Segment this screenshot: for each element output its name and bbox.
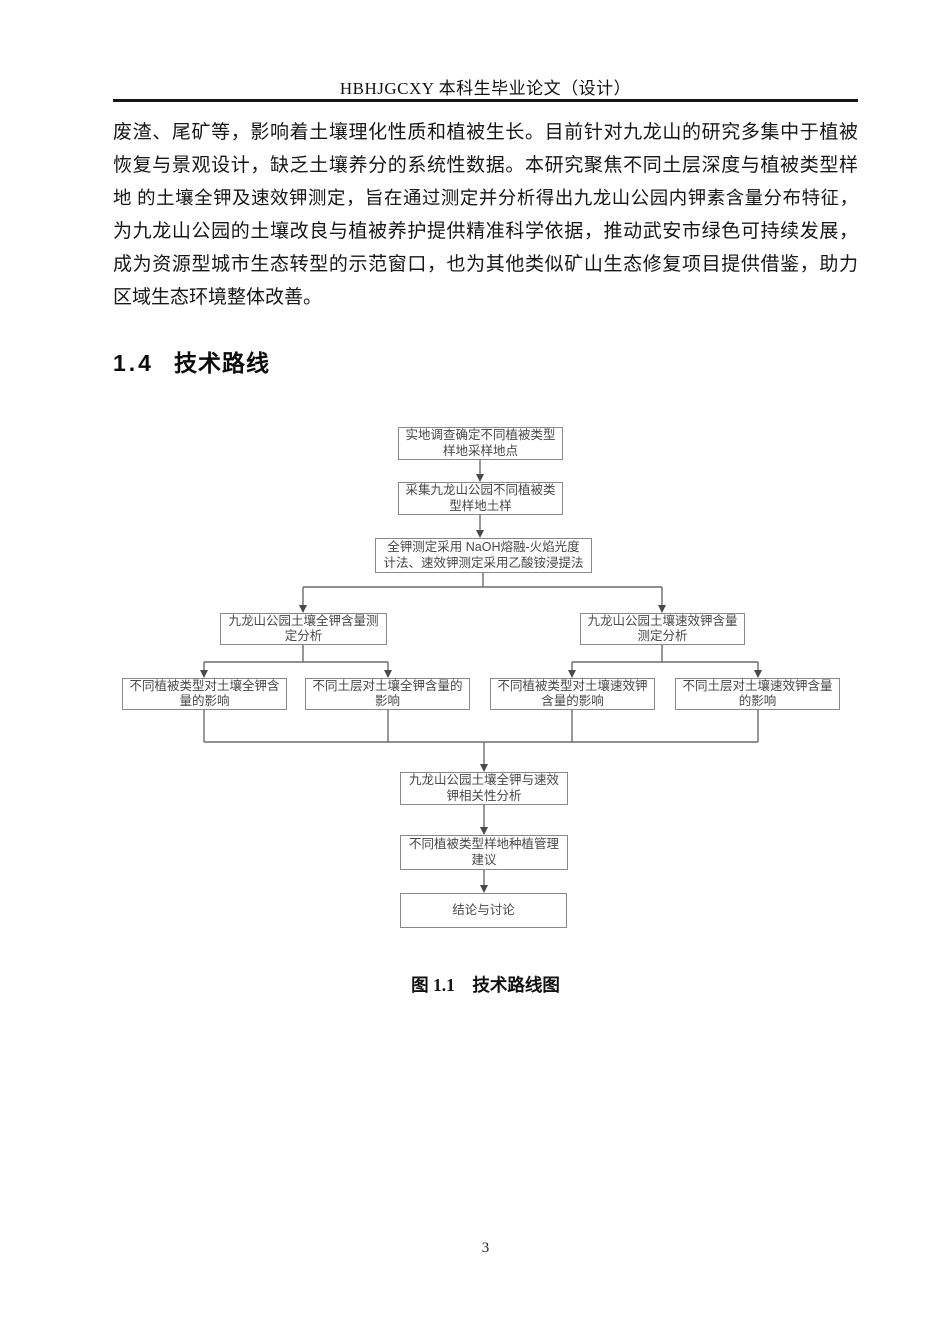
flow-node-veg-total-k: 不同植被类型对土壤全钾含 量的影响 — [122, 678, 287, 710]
flow-node-correlation: 九龙山公园土壤全钾与速效 钾相关性分析 — [400, 772, 568, 805]
paragraph-line: 区域生态环境整体改善。 — [113, 287, 323, 308]
flow-node-conclusion: 结论与讨论 — [400, 893, 567, 928]
section-title: 技术路线 — [173, 350, 270, 376]
section-number: 1.4 — [113, 350, 154, 376]
page-number: 3 — [481, 1240, 490, 1256]
header-rule — [113, 99, 858, 102]
section-heading: 1.4 技术路线 — [113, 349, 270, 377]
flow-node-available-k-analysis: 九龙山公园土壤速效钾含量 测定分析 — [580, 613, 745, 645]
paragraph-line: 废渣、尾矿等，影响着土壤理化性质和植被生长。目前针对九龙山的研究多集中于植被 — [113, 122, 858, 143]
flow-node-method: 全钾测定采用 NaOH熔融-火焰光度 计法、速效钾测定采用乙酸铵浸提法 — [375, 538, 592, 573]
flow-node-layer-total-k: 不同土层对土壤全钾含量的 影响 — [305, 678, 470, 710]
paragraph-line: 地 的土壤全钾及速效钾测定，旨在通过测定并分析得出九龙山公园内钾素含量分布特征， — [113, 188, 858, 208]
paragraph-line: 为九龙山公园的土壤改良与植被养护提供精准科学依据，推动武安市绿色可持续发展， — [113, 221, 858, 242]
flow-node-layer-available-k: 不同土层对土壤速效钾含量 的影响 — [675, 678, 840, 710]
arrowhead-icons — [200, 474, 762, 893]
flow-node-management: 不同植被类型样地种植管理 建议 — [400, 835, 568, 870]
flow-node-sampling: 采集九龙山公园不同植被类 型样地土样 — [398, 482, 563, 515]
paragraph-line: 恢复与景观设计，缺乏土壤养分的系统性数据。本研究聚焦不同土层深度与植被类型样 — [113, 155, 858, 176]
flow-node-total-k-analysis: 九龙山公园土壤全钾含量测 定分析 — [220, 613, 387, 645]
flow-node-survey: 实地调查确定不同植被类型 样地采样地点 — [398, 427, 563, 460]
running-header: HBHJGCXY 本科生毕业论文（设计） — [339, 79, 632, 98]
flow-node-veg-available-k: 不同植被类型对土壤速效钾 含量的影响 — [490, 678, 655, 710]
flowchart-connectors — [200, 460, 762, 893]
figure-caption: 图 1.1 技术路线图 — [411, 975, 560, 995]
body-paragraph: 废渣、尾矿等，影响着土壤理化性质和植被生长。目前针对九龙山的研究多集中于植被 恢… — [113, 116, 858, 314]
paragraph-line: 成为资源型城市生态转型的示范窗口，也为其他类似矿山生态修复项目提供借鉴，助力 — [113, 254, 858, 275]
technical-route-flowchart: 实地调查确定不同植被类型 样地采样地点 采集九龙山公园不同植被类 型样地土样 全… — [0, 410, 950, 950]
